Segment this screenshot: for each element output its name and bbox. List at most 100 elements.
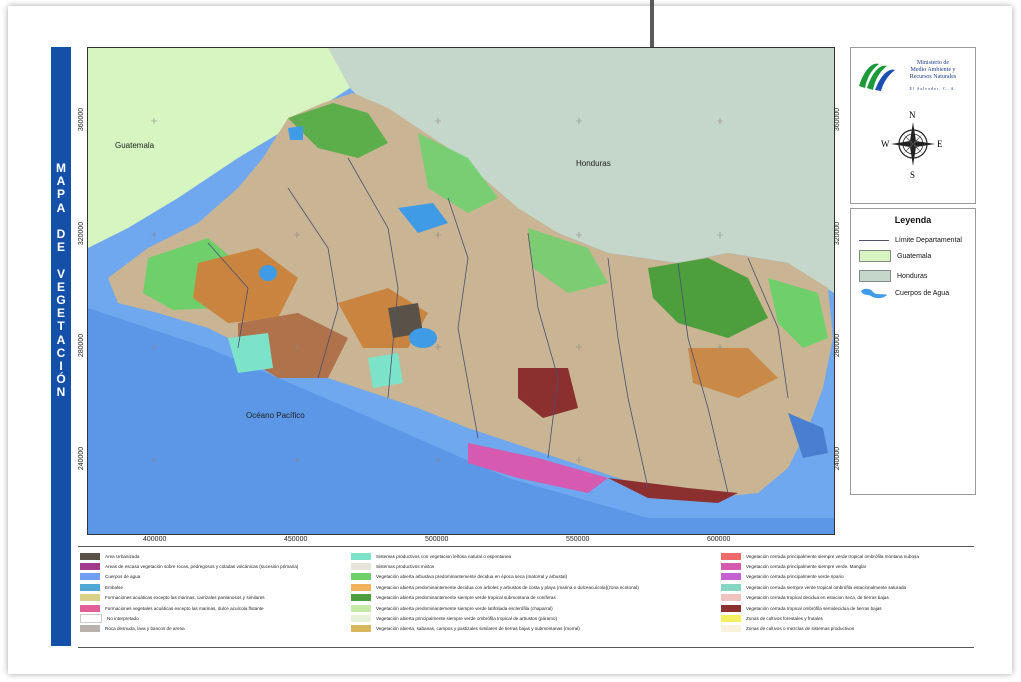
vegetation-swatch xyxy=(80,614,102,624)
map-label-honduras: Honduras xyxy=(576,159,611,168)
vegetation-label: Sistemas productivos con vegetacion leño… xyxy=(376,553,512,559)
compass-east: E xyxy=(937,139,943,149)
title-letter: P xyxy=(56,187,65,202)
vegetation-legend-item: Sistemas productivos mixtos xyxy=(351,561,639,571)
vegetation-swatch xyxy=(80,594,100,602)
vegetation-label: Vegetacion abierta predominantemente dec… xyxy=(376,584,639,590)
title-letter: I xyxy=(59,359,63,374)
title-letter: M xyxy=(56,161,66,175)
vegetation-swatch xyxy=(351,573,371,581)
legend-item-honduras: Honduras xyxy=(859,270,927,282)
map-frame[interactable]: Guatemala Honduras Océano Pacífico xyxy=(87,47,835,535)
vegetation-swatch xyxy=(721,625,741,633)
vegetation-legend-item: Vegetación abierta arbustiva predominant… xyxy=(351,572,639,582)
vegetation-swatch xyxy=(351,563,371,571)
legend-item-label: Honduras xyxy=(897,272,928,280)
vegetation-swatch xyxy=(721,594,741,602)
vegetation-legend-item: Vegetación cerrada principalmente siempr… xyxy=(721,551,919,561)
vegetation-legend-item: Vegetación cerrada tropical decidua en e… xyxy=(721,593,919,603)
vegetation-legend-item: Areas de escasa vegetación sobre rocas, … xyxy=(80,561,298,571)
x-tick-label: 400000 xyxy=(143,536,167,543)
ministry-logo-icon xyxy=(859,63,895,91)
vegetation-swatch xyxy=(351,615,371,623)
vegetation-label: Vegetación cerrada principalmente siempr… xyxy=(746,553,919,559)
vegetation-swatch xyxy=(80,573,100,581)
y-tick-label: 360000 xyxy=(834,107,842,132)
vegetation-swatch xyxy=(80,552,100,560)
vegetation-label: Formaciones acuáticas excepto las marina… xyxy=(105,595,265,601)
water-body-icon xyxy=(861,288,887,299)
legend-item-label: Guatemala xyxy=(897,252,932,260)
title-letter: G xyxy=(56,293,66,308)
ministry-line: Medio Ambiente y xyxy=(910,67,956,73)
vegetation-label: Vegetación cerrada tropical ombrófila se… xyxy=(746,605,882,611)
legend-swatch xyxy=(859,270,891,282)
vegetation-label: Vegetación abierta predominantemente sie… xyxy=(376,605,553,611)
vegetation-label: Embalse xyxy=(105,584,123,590)
vegetation-label: Zonas de cultivos o mezclas de sistemas … xyxy=(746,626,855,632)
y-tick-label: 320000 xyxy=(834,221,842,246)
compass-west: W xyxy=(881,139,890,149)
vegetation-legend-item: Cuerpos de agua xyxy=(80,572,298,582)
vegetation-legend-item: Formaciones acuáticas excepto las marina… xyxy=(80,593,298,603)
ministry-name: Ministerio de Medio Ambiente y Recursos … xyxy=(895,60,971,81)
vegetation-swatch xyxy=(351,625,371,633)
vegetation-swatch xyxy=(721,563,741,571)
title-letter: E xyxy=(56,279,65,294)
map-label-ocean: Océano Pacífico xyxy=(246,411,305,420)
title-letter: N xyxy=(56,385,66,400)
country-name: El Salvador, C. A. xyxy=(909,86,957,91)
x-tick-label: 450000 xyxy=(284,536,308,543)
vegetation-swatch xyxy=(80,563,100,571)
vegetation-label: Vegetación cerrada siempre verde tropica… xyxy=(746,584,907,590)
vegetation-label: Cuerpos de agua xyxy=(105,574,141,580)
vegetation-label: Sistemas productivos mixtos xyxy=(376,564,435,570)
vegetation-legend-item: Vegetación cerrada tropical ombrófila se… xyxy=(721,603,919,613)
vegetation-legend-item: Vegetación cerrada principalmente verde … xyxy=(721,572,919,582)
vegetation-swatch xyxy=(80,583,100,591)
vegetation-legend-item: Vegetación abierta predominantemente sie… xyxy=(351,593,639,603)
x-tick-label: 550000 xyxy=(566,536,590,543)
title-letter: C xyxy=(56,345,66,360)
vegetation-legend-item: Embalse xyxy=(80,582,298,592)
map-canvas xyxy=(88,48,834,534)
vegetation-legend-item: Vegetación cerrada siempre verde tropica… xyxy=(721,582,919,592)
title-letter: E xyxy=(56,240,65,255)
vegetation-legend-item: Formaciones vegetales acuáticas excepto … xyxy=(80,603,298,613)
x-tick-label: 500000 xyxy=(425,536,449,543)
y-tick-label: 320000 xyxy=(78,221,86,246)
legend-item-label: Límite Departamental xyxy=(895,237,962,244)
vegetation-swatch xyxy=(721,615,741,623)
legend-item-boundary: Límite Departamental xyxy=(859,237,962,244)
compass-icon xyxy=(891,122,935,166)
vegetation-label: Vegetación cerrada principalmente siempr… xyxy=(746,564,867,570)
y-tick-label: 240000 xyxy=(78,446,86,471)
vegetation-legend-item: Zonas de cultivos forestales y frutales xyxy=(721,613,919,623)
y-tick-label: 240000 xyxy=(834,446,842,471)
title-letter xyxy=(59,254,62,267)
vegetation-legend-column: Sistemas productivos con vegetacion leño… xyxy=(351,551,639,634)
title-letter: A xyxy=(56,332,66,347)
vegetation-swatch xyxy=(721,552,741,560)
vegetation-label: Vegetación abierta arbustiva predominant… xyxy=(376,574,568,580)
vegetation-swatch xyxy=(721,573,741,581)
vegetation-swatch xyxy=(721,604,741,612)
vegetation-swatch xyxy=(351,583,371,591)
title-letter: D xyxy=(56,227,66,242)
compass-rose: N S W E xyxy=(881,108,943,183)
vegetation-swatch xyxy=(351,604,371,612)
legend-line-swatch xyxy=(859,240,889,241)
vegetation-label: Vegetación cerrada principalmente verde … xyxy=(746,574,844,580)
vegetation-label: Vegetación abierta principalmente siempr… xyxy=(376,616,558,622)
vegetation-legend-item: Sistemas productivos con vegetacion leño… xyxy=(351,551,639,561)
vegetation-legend-item: Vegetación abierta predominantemente sie… xyxy=(351,603,639,613)
vegetation-legend-item: No interpretado xyxy=(80,613,298,624)
legend-item-label: Cuerpos de Agua xyxy=(895,289,950,297)
vegetation-swatch xyxy=(721,583,741,591)
vegetation-label: Zonas de cultivos forestales y frutales xyxy=(746,616,823,622)
title-letter: Ó xyxy=(56,372,66,387)
logo-box: Ministerio de Medio Ambiente y Recursos … xyxy=(850,47,976,204)
